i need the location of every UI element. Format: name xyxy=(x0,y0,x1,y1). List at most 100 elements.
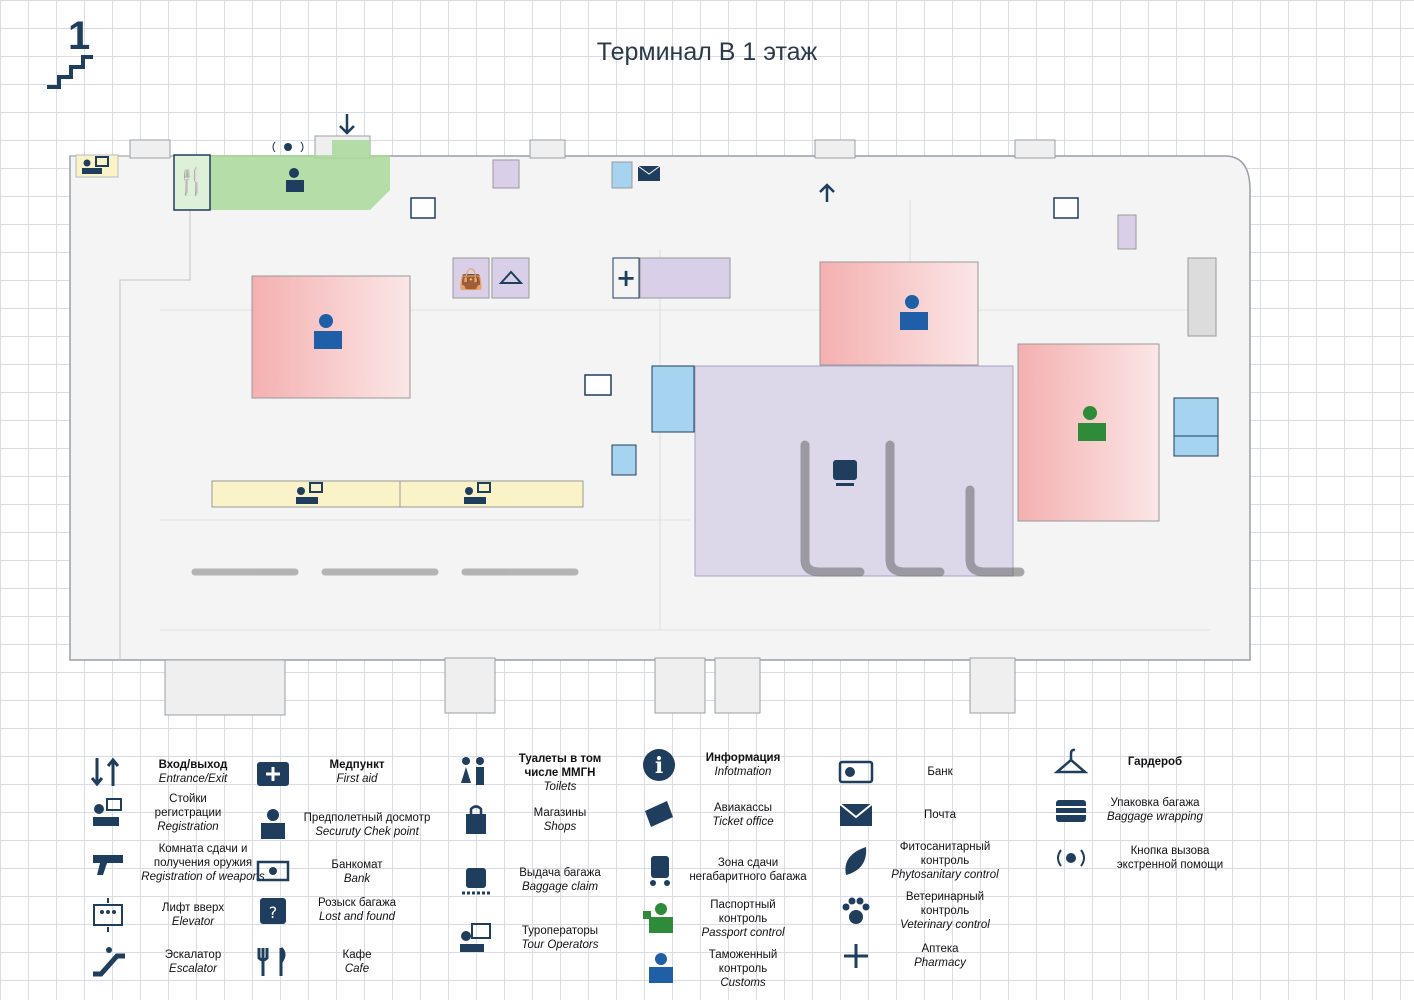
legend-label-ru: Зона сдачи негабаритного багажа xyxy=(689,857,807,883)
info-icon: i xyxy=(638,745,680,785)
legend-label-en: Shops xyxy=(543,821,577,833)
legend-item-bank: Банк xyxy=(835,752,995,792)
legend-label-ru: Розыск багажа xyxy=(317,897,397,909)
legend-label-ru: Паспортный контроль xyxy=(710,899,776,925)
legend-label-ru: Туалеты в том числе ММГН xyxy=(518,753,602,779)
toilets-zone xyxy=(651,365,695,433)
legend-item-wardrobe: Гардероб xyxy=(1050,742,1210,782)
legend-label-en: Bank xyxy=(343,873,371,885)
legend-label-ru: Ветеринарный контроль xyxy=(905,891,985,917)
shopping-bag-icon xyxy=(455,800,497,840)
elevator-icon xyxy=(410,197,436,219)
oversize-baggage-icon xyxy=(638,850,680,890)
svg-text:?: ? xyxy=(269,903,278,922)
paw-icon xyxy=(835,891,877,931)
legend-label-ru: Аптека xyxy=(921,943,959,955)
legend-label-en: Veterinary control xyxy=(900,919,990,931)
registration-desk-icon xyxy=(296,482,323,504)
cafe-zone xyxy=(210,140,390,210)
cafe-icon: 🍴 xyxy=(176,166,208,197)
baggage-claim-icon xyxy=(833,460,857,486)
shopping-bag-icon: 👜 xyxy=(459,267,484,291)
svg-text:i: i xyxy=(655,753,663,779)
entrance-exit-icon xyxy=(819,183,835,202)
legend-label-ru: Вход/выход xyxy=(158,759,228,771)
tour-operator-icon xyxy=(455,918,497,958)
legend-label-en: Pharmacy xyxy=(914,957,966,969)
security-officer-icon xyxy=(286,168,304,192)
mail-icon xyxy=(835,795,877,835)
legend-label-ru: Авиакассы xyxy=(713,802,773,814)
legend-label-ru: Выдача багажа xyxy=(519,867,601,879)
registration-counters xyxy=(211,480,584,508)
legend-item-emergency: Кнопка вызова экстренной помощи xyxy=(1050,838,1240,878)
legend-label-en: Registration xyxy=(157,821,219,833)
passport-control-icon xyxy=(1078,406,1106,441)
entrance-exit-icon xyxy=(339,114,355,135)
entrance-exit-icon xyxy=(88,752,130,792)
legend-label-ru: Стойки регистрации xyxy=(154,793,222,819)
legend-label-ru: Кафе xyxy=(342,949,372,961)
legend-label-en: Customs xyxy=(720,977,766,989)
hanger-icon xyxy=(1050,742,1092,782)
security-officer-icon xyxy=(252,805,294,845)
security-officer-icon xyxy=(314,314,342,349)
legend-label-en: Phytosanitary control xyxy=(891,869,999,881)
stairs-icon xyxy=(47,55,93,89)
legend-label-ru: Банкомат xyxy=(331,859,383,871)
legend-label-en: First aid xyxy=(336,773,378,785)
legend-label-ru: Туроператоры xyxy=(521,925,599,937)
legend-label-ru: Лифт вверх xyxy=(161,902,225,914)
security-zone-center xyxy=(819,261,979,366)
baggage-wrapping-icon xyxy=(1050,790,1092,830)
legend-label-ru: Кнопка вызова экстренной помощи xyxy=(1116,845,1224,871)
legend-label-ru: Предполетный досмотр xyxy=(303,812,431,824)
pharmacy-cross-icon xyxy=(835,936,877,976)
elevator-icon xyxy=(1053,197,1079,219)
legend-label-en: Cafe xyxy=(344,963,370,975)
legend-label-en: Elevator xyxy=(171,916,215,928)
bank-icon xyxy=(835,752,877,792)
emergency-call-icon xyxy=(1050,838,1092,878)
hanger-icon xyxy=(498,270,524,284)
passport-control-icon xyxy=(638,899,680,939)
leaf-icon xyxy=(835,841,877,881)
mail-icon xyxy=(637,165,661,181)
first-aid-icon xyxy=(252,752,294,792)
lost-luggage-icon: ? xyxy=(252,890,294,930)
legend-label-en: Ticket office xyxy=(712,816,774,828)
legend-label-ru: Упаковка багажа xyxy=(1110,797,1200,809)
legend-label-en: Entrance/Exit xyxy=(158,773,228,785)
legend-label-ru: Таможенный контроль xyxy=(708,949,778,975)
legend-label-ru: Информация xyxy=(705,752,781,764)
registration-desk-icon xyxy=(82,156,109,174)
registration-desk-icon xyxy=(464,482,491,504)
pistol-icon xyxy=(88,843,130,883)
atm-icon xyxy=(252,852,294,892)
legend-label-ru: Почта xyxy=(924,809,956,821)
ticket-icon xyxy=(638,795,680,835)
legend-label-en: Lost and found xyxy=(318,911,396,923)
legend-label-en: Baggage claim xyxy=(521,881,599,893)
registration-desk-icon xyxy=(88,793,130,833)
page-title: Терминал B 1 этаж xyxy=(596,38,818,66)
legend-label-en: Baggage wrapping xyxy=(1107,811,1203,823)
